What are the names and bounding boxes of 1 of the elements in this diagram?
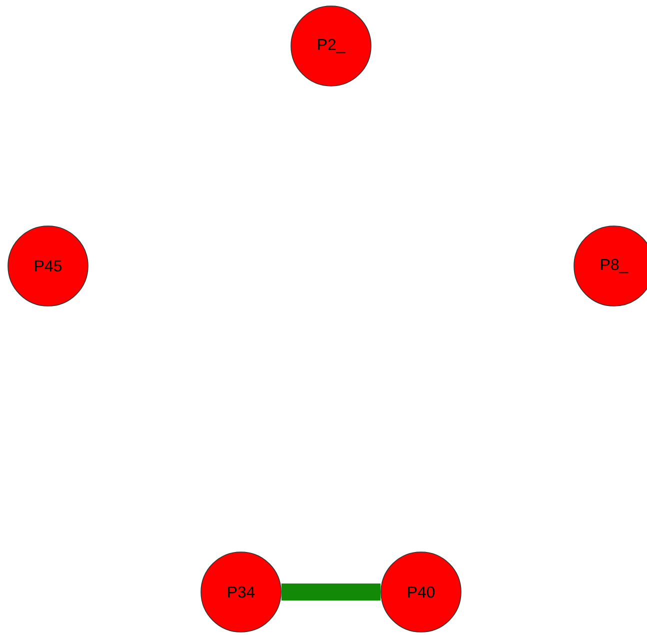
- edge-line: [281, 584, 381, 600]
